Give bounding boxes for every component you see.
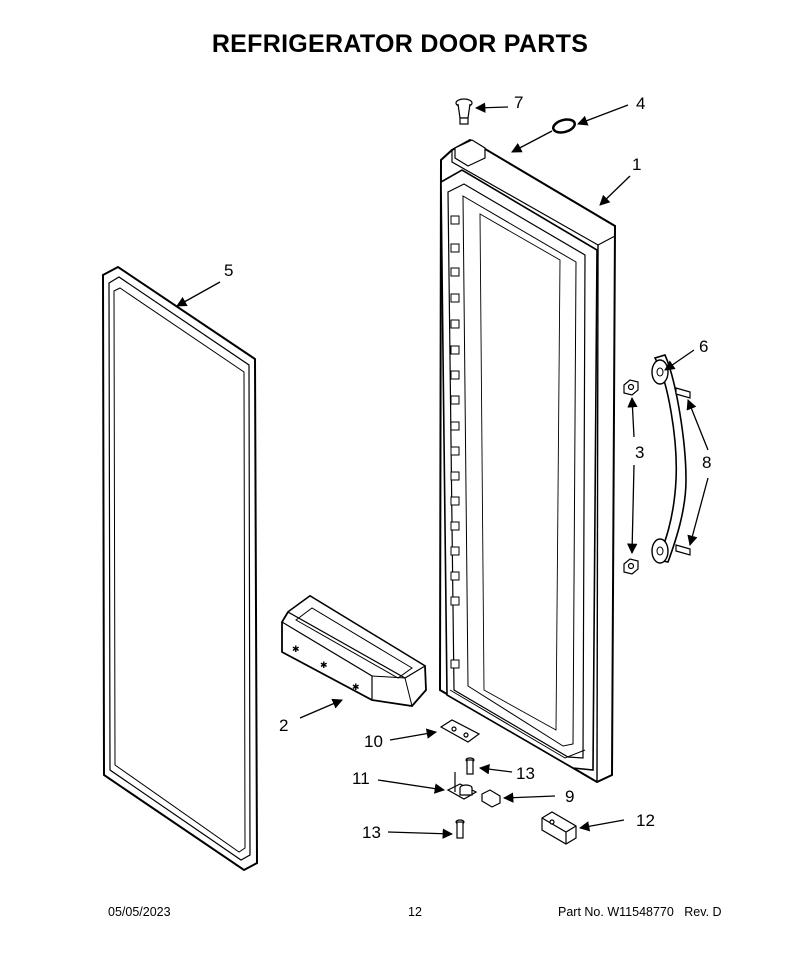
callout-5: 5 — [224, 261, 233, 280]
door-bin: ✱ ✱ ✱ — [281, 594, 427, 707]
callout-4: 4 — [636, 94, 645, 113]
rev-label: Rev. — [684, 905, 710, 919]
page-title: REFRIGERATOR DOOR PARTS — [211, 30, 589, 58]
part-label: Part No. — [558, 905, 604, 919]
callout-13-lower: 13 — [362, 823, 381, 842]
footer-page-number: 12 — [408, 905, 422, 919]
hinge-cover — [541, 811, 577, 845]
callout-3: 3 — [635, 443, 644, 462]
refrigerator-door — [438, 138, 617, 784]
callout-2: 2 — [279, 716, 288, 735]
svg-text:✱: ✱ — [292, 645, 300, 655]
part-number: W11548770 — [607, 905, 674, 919]
callout-12: 12 — [636, 811, 655, 830]
handle-nuts — [623, 379, 639, 575]
callout-10: 10 — [364, 732, 383, 751]
footer-part-info: Part No. W11548770 Rev. D — [558, 905, 722, 919]
handle-studs — [675, 387, 691, 556]
callout-arrows — [176, 102, 709, 839]
rev-value: D — [712, 905, 722, 919]
door-gasket — [101, 265, 259, 872]
svg-text:✱: ✱ — [320, 661, 328, 671]
callout-9: 9 — [565, 787, 574, 806]
door-handle — [651, 354, 687, 564]
door-stop — [481, 789, 501, 808]
callout-13-upper: 13 — [516, 764, 535, 783]
callout-7: 7 — [514, 93, 523, 112]
screws — [455, 757, 475, 839]
washer-ring — [552, 118, 576, 134]
callout-8: 8 — [702, 453, 711, 472]
callout-labels: 7 4 1 5 6 3 8 2 10 13 11 9 12 13 — [224, 93, 711, 842]
callout-6: 6 — [699, 337, 708, 356]
hinge-bushing — [455, 98, 473, 125]
shelf-support-slots — [450, 215, 460, 669]
callout-1: 1 — [632, 155, 641, 174]
footer-date: 05/05/2023 — [108, 905, 171, 919]
callout-11: 11 — [352, 769, 370, 788]
hinge-bracket — [446, 772, 478, 800]
svg-text:✱: ✱ — [352, 683, 360, 693]
hinge-plate — [439, 719, 481, 743]
